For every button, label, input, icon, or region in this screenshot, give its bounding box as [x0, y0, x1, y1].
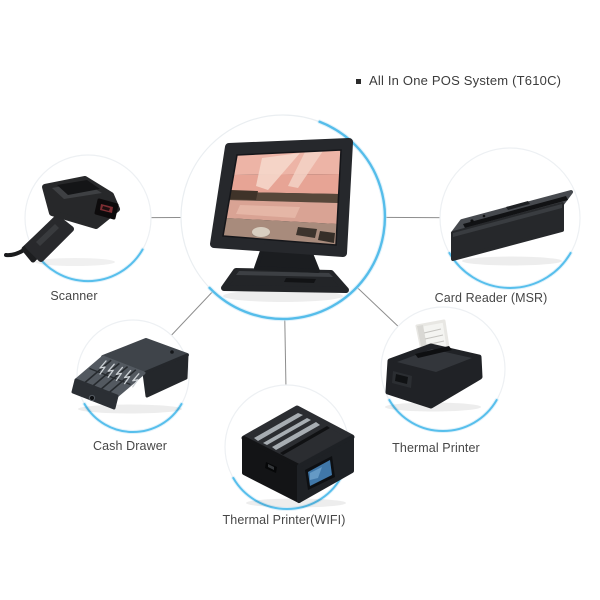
- card-reader-label: Card Reader (MSR): [434, 291, 548, 305]
- thermal-printer-wifi-label: Thermal Printer(WIFI): [222, 513, 346, 527]
- square-bullet-icon: [356, 78, 361, 84]
- pos-terminal-image: [210, 138, 353, 302]
- cash-drawer-label: Cash Drawer: [92, 439, 168, 453]
- cash-drawer-image: [71, 338, 189, 414]
- thermal-printer-label: Thermal Printer: [392, 441, 480, 455]
- thermal-printer-image: [385, 319, 483, 412]
- scanner-label: Scanner: [50, 289, 98, 303]
- barcode-scanner-image: [4, 176, 120, 266]
- card-reader-image: [451, 190, 573, 266]
- product-title-row: All In One POS System (T610C): [356, 73, 561, 88]
- thermal-printer-wifi-image: [241, 405, 355, 508]
- product-title: All In One POS System (T610C): [369, 73, 562, 88]
